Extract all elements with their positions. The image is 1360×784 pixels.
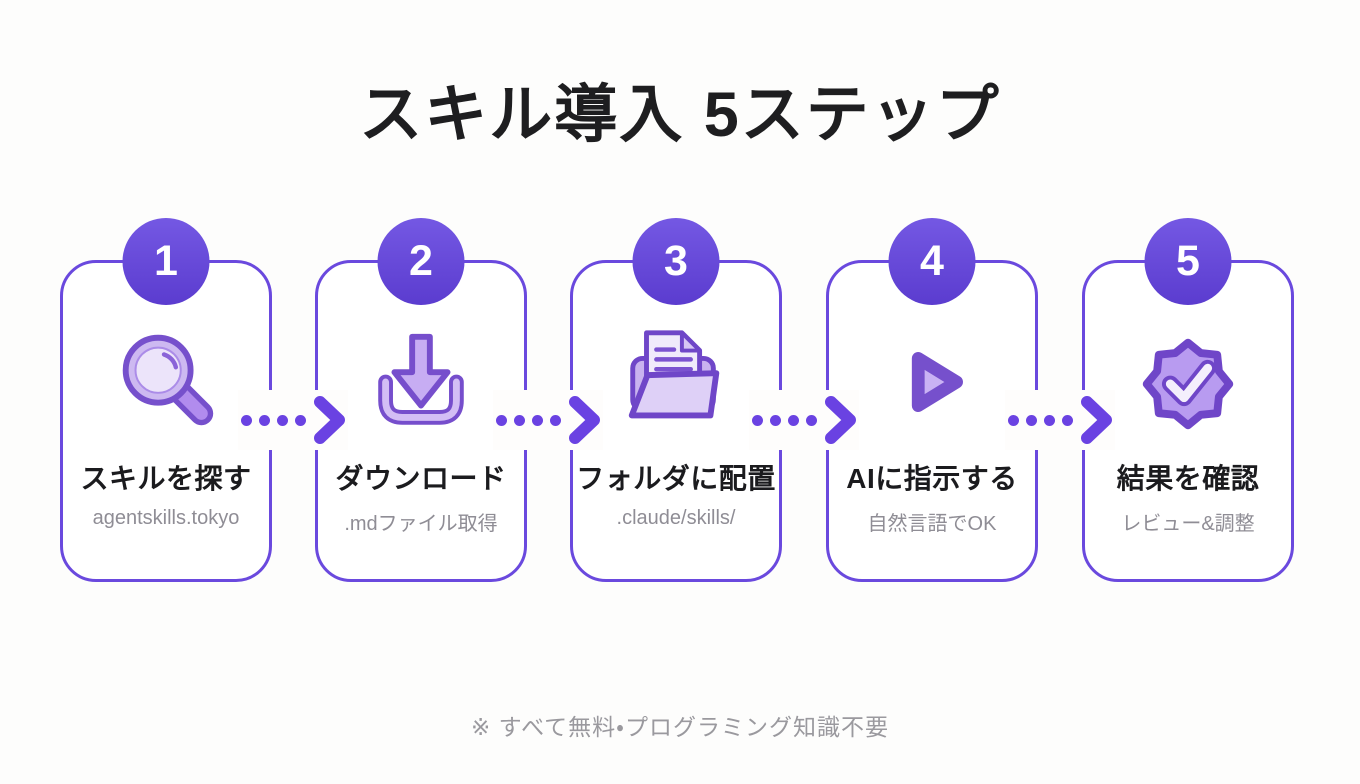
- footer-note: ※ すべて無料・プログラミング知識不要: [471, 714, 889, 740]
- step-subtitle: レビュー&調整: [1121, 513, 1255, 535]
- dotted-arrow-icon: [238, 390, 348, 450]
- folder-documents-icon: [617, 323, 735, 441]
- step-card-3: 3 フォルダに配置 .claude/skills/: [570, 218, 782, 582]
- step-subtitle: .mdファイル取得: [344, 513, 498, 535]
- dotted-arrow-icon: [749, 390, 859, 450]
- page-title: スキル導入 5ステップ: [359, 80, 1001, 150]
- step-subtitle: 自然言語でOK: [867, 513, 997, 535]
- step-title: AIに指示する: [846, 463, 1018, 494]
- step-number-badge: 5: [1144, 218, 1232, 305]
- step-title: スキルを探す: [80, 463, 252, 494]
- step-card-1: 1 スキルを探す agentskills.tokyo: [60, 218, 272, 582]
- step-card-2: 2 ダウンロード .mdファイル取得: [315, 218, 527, 582]
- step-title: フォルダに配置: [576, 463, 776, 494]
- step-number-badge: 1: [122, 218, 210, 305]
- step-number-badge: 2: [377, 218, 465, 305]
- step-title: 結果を確認: [1116, 463, 1260, 494]
- step-card-4: 4 AIに指示する 自然言語でOK: [826, 218, 1038, 582]
- step-subtitle: .claude/skills/: [616, 507, 736, 529]
- magnifier-icon: [107, 323, 225, 441]
- verified-badge-icon: [1129, 323, 1247, 441]
- dotted-arrow-icon: [1005, 390, 1115, 450]
- dotted-arrow-icon: [493, 390, 603, 450]
- step-title: ダウンロード: [335, 463, 507, 494]
- download-icon: [362, 323, 480, 441]
- step-number-badge: 3: [632, 218, 720, 305]
- play-icon: [873, 323, 991, 441]
- step-number-badge: 4: [888, 218, 976, 305]
- step-subtitle: agentskills.tokyo: [92, 507, 240, 529]
